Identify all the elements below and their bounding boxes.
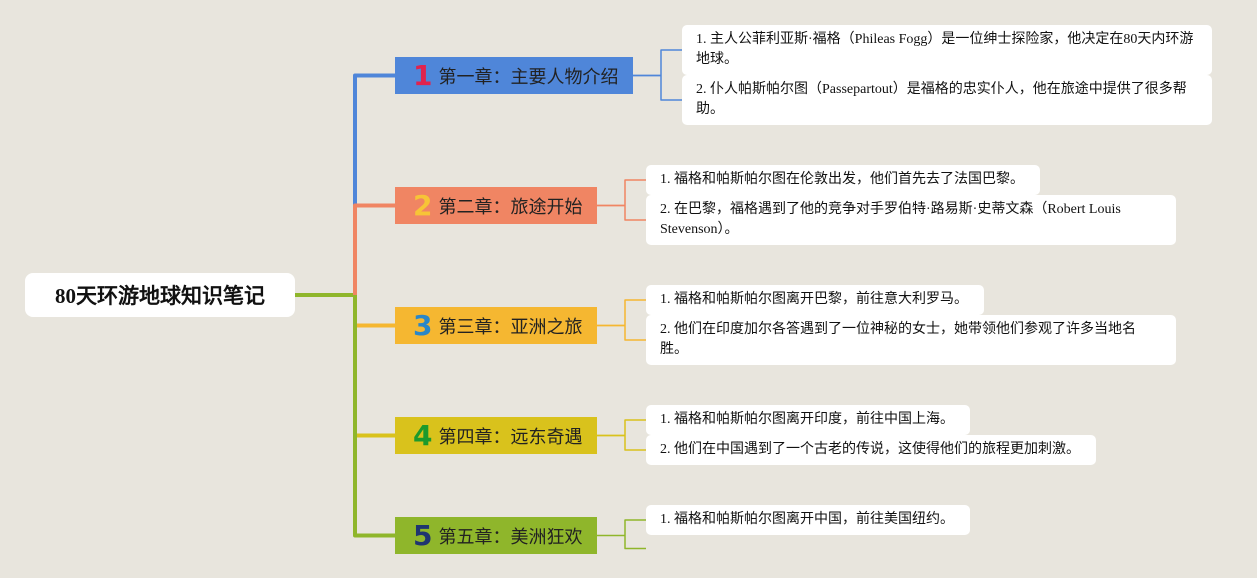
note-connector [624,179,646,206]
note-3-2[interactable]: 2. 他们在印度加尔各答遇到了一位神秘的女士，她带领他们参观了许多当地名胜。 [646,315,1176,365]
chapter-2-connector [353,203,395,295]
note-4-2[interactable]: 2. 他们在中国遇到了一个古老的传说，这使得他们的旅程更加刺激。 [646,435,1096,465]
note-connector [624,299,646,326]
note-2-1[interactable]: 1. 福格和帕斯帕尔图在伦敦出发，他们首先去了法国巴黎。 [646,165,1040,195]
note-1-2[interactable]: 2. 仆人帕斯帕尔图（Passepartout）是福格的忠实仆人，他在旅途中提供… [682,75,1212,125]
chapter-title: 第一章：主要人物介绍 [438,66,619,88]
chapter-number: 2 [413,188,433,222]
note-1-1[interactable]: 1. 主人公菲利亚斯·福格（Phileas Fogg）是一位绅士探险家，他决定在… [682,25,1212,75]
note-5-1[interactable]: 1. 福格和帕斯帕尔图离开中国，前往美国纽约。 [646,505,970,535]
chapter-3-connector [353,295,395,328]
note-connector [660,49,682,76]
chapter-title: 第二章：旅途开始 [438,196,583,218]
chapter-number: 1 [413,58,433,92]
note-connector [624,325,646,341]
note-connector [624,435,646,451]
chapter-title: 第四章：远东奇遇 [438,426,583,448]
chapter-number: 4 [413,418,433,452]
chapter-number: 5 [413,518,433,552]
root-topic[interactable]: 80天环游地球知识笔记 [25,273,295,317]
note-connector [624,519,646,536]
chapter-5-connector [353,295,395,538]
note-connector [624,205,646,221]
chapter-title: 第三章：亚洲之旅 [438,316,583,338]
note-3-1[interactable]: 1. 福格和帕斯帕尔图离开巴黎，前往意大利罗马。 [646,285,984,315]
note-connector-stub [624,535,646,550]
chapter-number: 3 [413,308,433,342]
note-2-2[interactable]: 2. 在巴黎，福格遇到了他的竞争对手罗伯特·路易斯·史蒂文森（Robert Lo… [646,195,1176,245]
note-connector [624,419,646,436]
chapter-title: 第五章：美洲狂欢 [438,526,583,548]
note-4-1[interactable]: 1. 福格和帕斯帕尔图离开印度，前往中国上海。 [646,405,970,435]
chapter-1-connector [353,73,395,295]
chapter-4-connector [353,295,395,438]
note-connector [660,75,682,101]
